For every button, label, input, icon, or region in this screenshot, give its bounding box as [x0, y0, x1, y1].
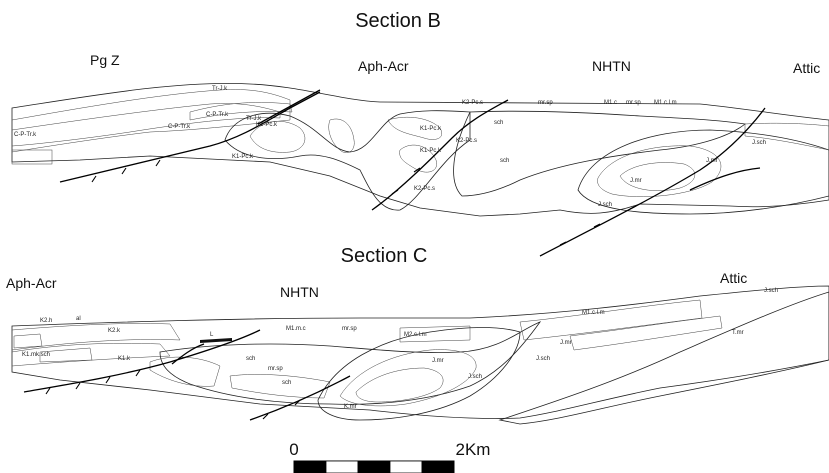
section-b-unit-nhtn: NHTN — [592, 58, 631, 74]
section-annotation-label: M1.c.l.m — [654, 100, 677, 106]
section-annotation-label: sch — [494, 120, 503, 126]
section-b-unit-attic: Attic — [793, 60, 820, 76]
section-annotation-label: J.sch — [536, 356, 550, 362]
section-annotation-label: J.sch — [764, 288, 778, 294]
section-annotation-label: K2.k — [108, 328, 121, 334]
section-annotation-label: M2.c.l.m — [404, 332, 427, 338]
section-annotation-label: J.mr — [560, 340, 572, 346]
section-annotation-label: J.mr — [706, 158, 718, 164]
section-annotation-label: K2-Pc.s — [414, 186, 435, 192]
section-b-unit-pgz: Pg Z — [90, 52, 120, 68]
section-annotation-label: sch — [500, 158, 509, 164]
section-annotation-label: K1-Pc.k — [420, 126, 442, 132]
section-annotation-label: K2.h — [40, 318, 52, 324]
section-annotation-label: T.mr — [732, 330, 744, 336]
section-annotation-label: al — [76, 316, 81, 322]
section-b-body — [12, 83, 829, 256]
section-b-annotations: Tr-J.kC-P-Tr.kC-P-Tr.kC-P-Tr.kTr-J.kK1-P… — [14, 86, 766, 208]
section-annotation-label: K2-Pc.s — [462, 100, 483, 106]
section-annotation-label: J.sch — [752, 140, 766, 146]
scale-bar-start-label: 0 — [289, 440, 298, 459]
section-annotation-label: J.mr — [630, 178, 642, 184]
section-annotation-label: sch — [246, 356, 255, 362]
section-annotation-label: K1-Pc.k — [232, 154, 254, 160]
section-annotation-label: J.sch — [598, 202, 612, 208]
section-annotation-label: K1-Pc.k — [256, 122, 278, 128]
section-annotation-label: K1.k — [118, 356, 131, 362]
section-b-unit-aphacr: Aph-Acr — [358, 58, 409, 74]
section-annotation-label: J.mr — [432, 358, 444, 364]
scale-bar: 0 2Km — [289, 440, 490, 473]
section-c-unit-attic: Attic — [720, 270, 747, 286]
scale-bar-segment — [422, 461, 454, 473]
section-c-title: Section C — [341, 245, 428, 267]
section-b-title: Section B — [355, 10, 441, 32]
section-annotation-label: sch — [282, 380, 291, 386]
section-annotation-label: mr.sp — [538, 100, 553, 106]
scale-bar-segment — [294, 461, 326, 473]
section-annotation-label: K1.mk.sch — [22, 352, 50, 358]
scale-bar-end-label: 2Km — [456, 440, 491, 459]
scale-bar-segments — [294, 461, 454, 473]
section-annotation-label: M1.c.l.m — [582, 310, 605, 316]
scale-bar-segment — [358, 461, 390, 473]
section-annotation-label: K1-Pc.k — [420, 148, 442, 154]
section-annotation-label: mr.sp — [268, 366, 283, 372]
section-c-body — [12, 286, 829, 424]
section-annotation-label: C-P-Tr.k — [168, 124, 191, 130]
section-annotation-label: mr.sp — [626, 100, 641, 106]
section-annotation-label: mr.sp — [342, 326, 357, 332]
section-c-unit-aphacr: Aph-Acr — [6, 275, 57, 291]
scale-bar-segment — [326, 461, 358, 473]
section-c-unit-nhtn: NHTN — [280, 284, 319, 300]
section-annotation-label: K.mr — [344, 404, 357, 410]
section-annotation-label: C-P-Tr.k — [14, 132, 37, 138]
scale-bar-segment — [390, 461, 422, 473]
section-annotation-label: J.sch — [468, 374, 482, 380]
section-annotation-label: M1.m.c — [286, 326, 306, 332]
section-annotation-label: M1.c — [604, 100, 617, 106]
section-annotation-label: C-P-Tr.k — [206, 112, 229, 118]
section-annotation-label: K2-Pc.s — [456, 138, 477, 144]
section-annotation-label: L — [210, 332, 214, 338]
section-annotation-label: Tr-J.k — [212, 86, 228, 92]
